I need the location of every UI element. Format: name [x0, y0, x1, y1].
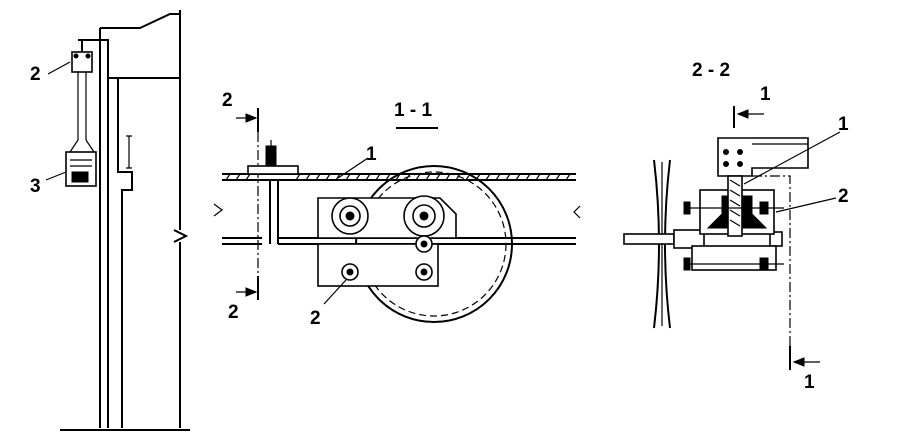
- leader-3: [45, 171, 67, 181]
- bolt-a: [73, 53, 79, 59]
- beam-break-right: [573, 205, 581, 219]
- cut-bottom-arrow-head: [245, 287, 258, 297]
- bolt-ur: [759, 201, 769, 215]
- section-2-2-title: 2 - 2: [692, 60, 730, 81]
- cut22-centerline: [752, 175, 791, 346]
- tb-bolt3: [723, 161, 729, 167]
- cw-block: [71, 171, 89, 183]
- column-ledge: [117, 78, 133, 428]
- leader-2: [47, 61, 71, 75]
- bolt-ll: [683, 257, 691, 271]
- beam-break-left: [213, 203, 223, 217]
- wall-top-slope: [100, 13, 180, 29]
- rod-hatch: [729, 179, 741, 227]
- label-left-2: 2: [30, 64, 41, 85]
- label-mid-2: 2: [310, 308, 321, 329]
- left-elevation: 2 3: [30, 10, 190, 431]
- cable-splay-right: [85, 139, 95, 153]
- top-bracket: [247, 165, 299, 175]
- label-right-1: 1: [838, 114, 849, 135]
- section-2-2: 2 - 2 1 1: [623, 60, 849, 393]
- tb-bolt2: [737, 149, 743, 155]
- leader-right-1: [743, 131, 841, 185]
- label-right-cut-top: 1: [760, 84, 771, 105]
- section-1-1-title: 1 - 1: [394, 100, 432, 121]
- label-right-cut-bottom: 1: [804, 372, 815, 393]
- top-bolt: [265, 145, 277, 167]
- bolt-lower-left-center: [346, 268, 354, 276]
- leader-right-2: [775, 197, 837, 213]
- break-mark: [173, 229, 189, 243]
- label-mid-1: 1: [366, 144, 377, 165]
- label-left-3: 3: [30, 176, 41, 197]
- wall-top-outline: [99, 28, 180, 79]
- roller-right-hub: [419, 211, 429, 221]
- bolt-mid-center: [420, 240, 428, 248]
- axle-hub: [673, 229, 705, 249]
- leader-mid-1: [337, 157, 369, 179]
- bolt-ul: [683, 201, 691, 215]
- slab-hatch: [225, 173, 571, 181]
- tb-bolt1: [723, 149, 729, 155]
- label-cut-bottom: 2: [228, 302, 239, 323]
- tb-bolt4: [737, 161, 743, 167]
- bolt-lr: [759, 257, 769, 271]
- bolt-lower-right-center: [420, 268, 428, 276]
- bolt-b: [85, 53, 91, 59]
- label-right-2: 2: [838, 186, 849, 207]
- label-cut-top: 2: [222, 90, 233, 111]
- roller-left-hub: [345, 211, 355, 221]
- cut-top-arrow-head: [245, 113, 258, 123]
- axle-left: [623, 233, 675, 245]
- cable-splay-left: [69, 139, 79, 153]
- leader-mid-2: [323, 279, 347, 305]
- dimension-marker: [126, 135, 132, 169]
- cut22-top-arrow-head: [736, 109, 749, 119]
- section-1-1: 1 - 1 2 2: [213, 90, 581, 329]
- cut22-bottom-arrow-head: [792, 357, 805, 367]
- lower-plate: [317, 243, 439, 287]
